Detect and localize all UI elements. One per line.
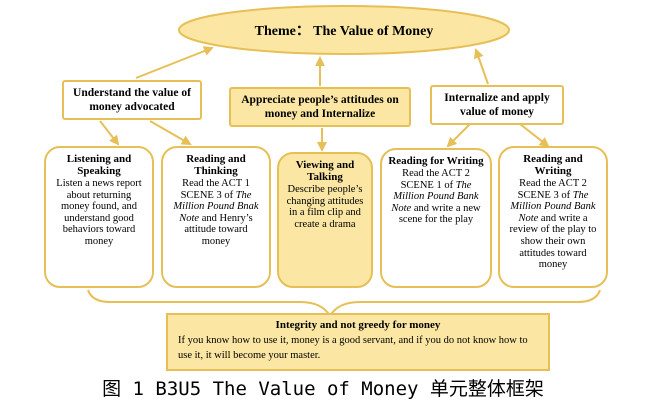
arrow-left-to-theme <box>135 46 214 79</box>
middle-box-left: Understand the value of money advocated <box>62 80 202 120</box>
card-desc: Read the ACT 2 SCENE 1 of The Million Po… <box>388 168 484 226</box>
card-desc-title-italic: The Million Pound Bnak Note <box>173 189 259 224</box>
middle-box-center: Appreciate people’s attitudes on money a… <box>229 87 411 127</box>
card-desc: Read the ACT 2 SCENE 3 of The Million Po… <box>506 178 600 271</box>
card-reading-thinking: Reading and Thinking Read the ACT 1 SCEN… <box>161 146 271 288</box>
middle-right-label: Internalize and apply value of money <box>444 92 550 118</box>
card-reading-writing: Reading and Writing Read the ACT 2 SCENE… <box>498 146 608 288</box>
card-listening-speaking: Listening and Speaking Listen a news rep… <box>44 146 154 288</box>
card-desc-text: and write a new scene for the play <box>398 202 481 226</box>
card-desc-text: Listen a news report about returning mon… <box>56 178 142 247</box>
theme-ellipse <box>178 5 510 55</box>
card-title: Reading and Thinking <box>186 153 246 177</box>
card-title: Reading for Writing <box>388 155 484 167</box>
card-desc-text: Describe people’s changing attitudes in … <box>286 184 364 230</box>
arrow-right-to-theme <box>473 48 489 85</box>
card-desc-text: Read the ACT 1 SCENE 3 of <box>180 178 250 201</box>
summary-text: If you know how to use it, money is a go… <box>178 335 528 361</box>
card-desc: Read the ACT 1 SCENE 3 of The Million Po… <box>169 178 263 248</box>
card-title: Listening and Speaking <box>66 153 132 177</box>
card-title: Reading and Writing <box>523 153 583 177</box>
figure-caption: 图 1 B3U5 The Value of Money 单元整体框架 <box>102 378 544 400</box>
card-desc-title-italic: The Million Pound Bank Note <box>510 189 596 224</box>
card-desc-text: and write a review of the play to show t… <box>509 212 597 271</box>
middle-left-label: Understand the value of money advocated <box>73 87 191 113</box>
theme-title: Theme： The Value of Money <box>254 24 434 39</box>
arrow-left-to-card1 <box>99 120 120 146</box>
card-title: Viewing and Talking <box>295 159 355 183</box>
card-desc: Describe people’s changing attitudes in … <box>285 184 365 230</box>
arrow-right-to-card5 <box>519 123 550 148</box>
middle-box-right: Internalize and apply value of money <box>430 85 564 125</box>
card-desc-text: Read the ACT 2 SCENE 1 of <box>400 168 470 191</box>
middle-center-label: Appreciate people’s attitudes on money a… <box>241 94 399 120</box>
card-desc-text: and Henry’s attitude toward money <box>184 212 253 247</box>
card-desc: Listen a news report about returning mon… <box>52 178 146 248</box>
arrow-right-to-card4 <box>446 123 471 148</box>
summary-box: Integrity and not greedy for money If yo… <box>166 313 550 371</box>
arrow-left-to-card2 <box>149 120 192 145</box>
summary-title: Integrity and not greedy for money <box>275 319 441 331</box>
card-reading-for-writing: Reading for Writing Read the ACT 2 SCENE… <box>380 148 492 288</box>
card-desc-text: Read the ACT 2 SCENE 3 of <box>517 178 587 201</box>
card-desc-title-italic: The Million Pound Bank Note <box>391 179 479 214</box>
card-viewing-talking: Viewing and Talking Describe people’s ch… <box>277 152 373 288</box>
